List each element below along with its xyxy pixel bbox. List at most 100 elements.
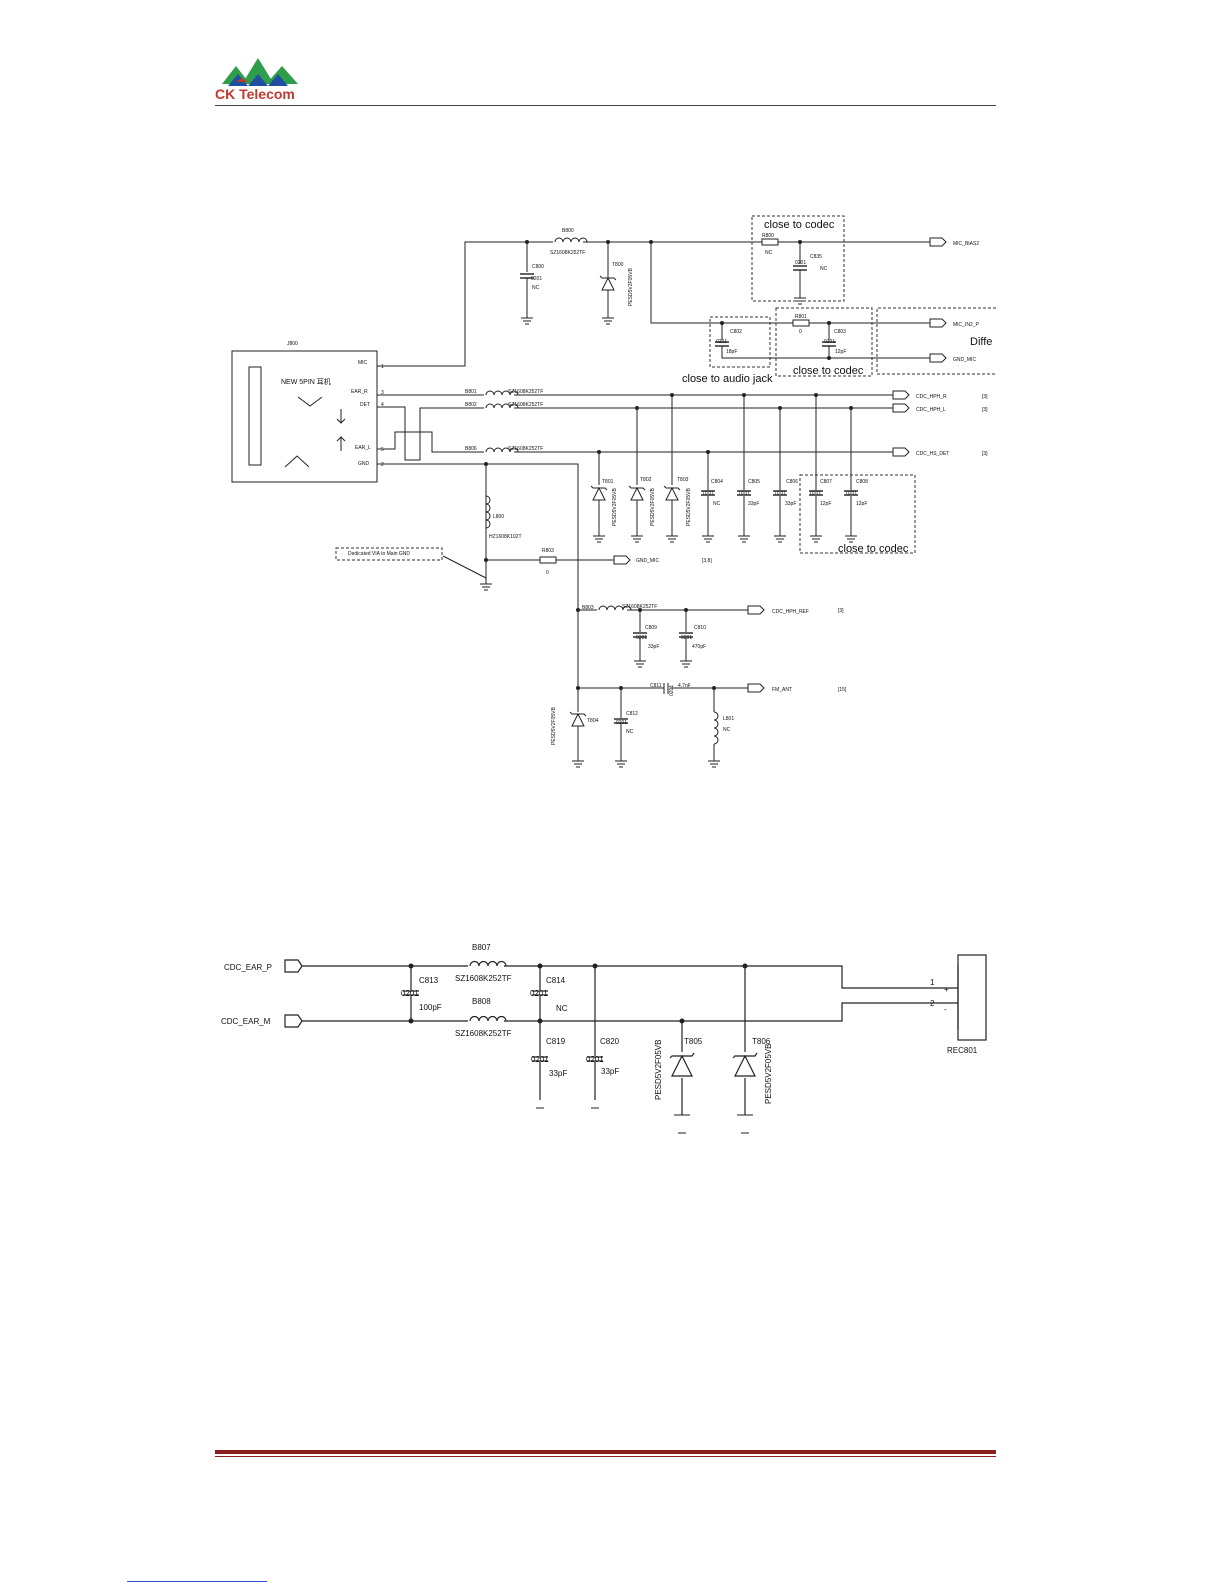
t805-part: PESD5V2F05VB <box>654 1040 663 1100</box>
c810-val: 470pF <box>692 644 706 650</box>
t803-part: PESD5V2F05VB <box>686 488 692 526</box>
net-cdc-ear-p: CDC_EAR_P <box>224 963 272 972</box>
l801-val: NC <box>723 727 731 733</box>
note-close-to-codec-3: close to codec <box>838 543 909 555</box>
c813-val: 100pF <box>419 1003 442 1012</box>
c819-ref: C819 <box>546 1037 566 1046</box>
net-cdc-hph-r: CDC_HPH_R <box>916 394 947 400</box>
c814-ref: C814 <box>546 976 566 985</box>
b800-ref: B800 <box>562 228 574 234</box>
rec801-minus: - <box>944 1005 947 1014</box>
net-mic-bias2: MIC_BIAS2 <box>953 241 979 247</box>
t806-part: PESD5V2F05VB <box>764 1044 773 1104</box>
c820-pkg: 0201 <box>586 1055 604 1064</box>
c806-pkg: 0201 <box>775 491 786 497</box>
t803-ref: T803 <box>677 477 689 483</box>
c813-pkg: 0201 <box>401 989 419 998</box>
c820-ref: C820 <box>600 1037 620 1046</box>
c812-pkg: 0201 <box>616 720 627 726</box>
note-diffe: Diffe <box>970 336 992 348</box>
t804-ref: T804 <box>587 718 599 724</box>
c809-val: 33pF <box>648 644 659 650</box>
c820-val: 33pF <box>601 1067 619 1076</box>
t805-ref: T805 <box>684 1037 703 1046</box>
b803-val: SZ1608K252TF <box>622 604 657 610</box>
close-to-codec-box-3 <box>799 474 916 554</box>
c813-ref: C813 <box>419 976 439 985</box>
net-gnd-mic-2-page: [3,8] <box>702 558 712 564</box>
pin-ear-r-num: 3 <box>381 390 384 396</box>
net-gnd-mic: GND_MIC <box>953 357 976 363</box>
c808-val: 12pF <box>856 501 867 507</box>
close-to-codec-box-1 <box>751 215 845 302</box>
c811-pkg: 0201 <box>669 685 675 696</box>
pin-det-num: 4 <box>381 402 384 408</box>
c803-val: 12pF <box>835 349 846 355</box>
c814-pkg: 0201 <box>530 989 548 998</box>
b802-val: SZ1608K252TF <box>508 402 543 408</box>
c803-pkg: 0201 <box>824 339 835 345</box>
c807-ref: C807 <box>820 479 832 485</box>
c807-val: 12pF <box>820 501 831 507</box>
c819-val: 33pF <box>549 1069 567 1078</box>
b803-ref: B803 <box>582 605 594 611</box>
pin-ear-r-name: EAR_R <box>351 389 368 395</box>
net-cdc-ear-m: CDC_EAR_M <box>221 1017 271 1026</box>
c810-ref: C810 <box>694 625 706 631</box>
c805-ref: C805 <box>748 479 760 485</box>
r803-val: 0 <box>546 570 549 576</box>
pin-gnd-name: GND <box>358 461 370 467</box>
net-gnd-mic-2: GND_MIC <box>636 558 659 564</box>
c800-val: NC <box>532 285 540 291</box>
close-to-codec-box-2 <box>775 307 873 377</box>
net-mic-in2-p: MIC_IN2_P <box>953 322 980 328</box>
r800-val: NC <box>765 250 773 256</box>
j800-name: NEW 5PIN 耳机 <box>281 377 331 386</box>
header-divider <box>215 105 996 106</box>
close-to-audio-jack-box <box>709 316 771 368</box>
t801-ref: T801 <box>602 479 614 485</box>
net-cdc-hph-ref: CDC_HPH_REF <box>772 609 809 615</box>
note-close-to-codec-1: close to codec <box>764 219 835 231</box>
c805-pkg: 0201 <box>739 491 750 497</box>
r800-ref: R800 <box>762 233 774 239</box>
net-cdc-hs-det: CDC_HS_DET <box>916 451 949 457</box>
net-cdc-hph-l-page: [3] <box>982 407 988 413</box>
c806-val: 33pF <box>785 501 796 507</box>
b800-val: SZ1608K252TF <box>550 250 585 256</box>
rec801-ref: REC801 <box>947 1046 978 1055</box>
footer-rule-thin <box>215 1456 996 1457</box>
c809-pkg: 0201 <box>636 635 647 641</box>
c804-pkg: 0201 <box>703 491 714 497</box>
rec801-pin1: 1 <box>930 978 935 987</box>
rec801-body <box>957 954 987 1041</box>
c835-val: NC <box>820 266 828 272</box>
pin-mic-num: 1 <box>381 364 384 370</box>
j800-ref: J800 <box>287 341 298 347</box>
r801-ref: R801 <box>795 314 807 320</box>
t804-part: PESD5V2F05VB <box>551 707 557 745</box>
t800-part: PESD5V2F05VB <box>628 268 634 306</box>
bottom-link-underline[interactable] <box>127 1581 267 1582</box>
net-fm-ant-page: [15] <box>838 687 847 693</box>
c819-pkg: 0201 <box>531 1055 549 1064</box>
c804-val: NC <box>713 501 721 507</box>
c802-ref: C802 <box>730 329 742 335</box>
net-fm-ant: FM_ANT <box>772 687 792 693</box>
c811-ref: C811 <box>650 683 662 689</box>
c806-ref: C806 <box>786 479 798 485</box>
footer-rule-thick <box>215 1450 996 1454</box>
c810-pkg: 0201 <box>681 635 692 641</box>
c809-ref: C809 <box>645 625 657 631</box>
t802-ref: T802 <box>640 477 652 483</box>
c804-ref: C804 <box>711 479 723 485</box>
pin-ear-l-num: 5 <box>381 447 384 453</box>
t802-part: PESD5V2F05VB <box>650 488 656 526</box>
c800-pkg: 0201 <box>531 276 542 282</box>
b808-ref: B808 <box>472 997 491 1006</box>
t806-ref: T806 <box>752 1037 771 1046</box>
b807-ref: B807 <box>472 943 491 952</box>
rec801-pin2: 2 <box>930 999 935 1008</box>
c802-val: 18pF <box>726 349 737 355</box>
diffe-box <box>876 307 996 375</box>
